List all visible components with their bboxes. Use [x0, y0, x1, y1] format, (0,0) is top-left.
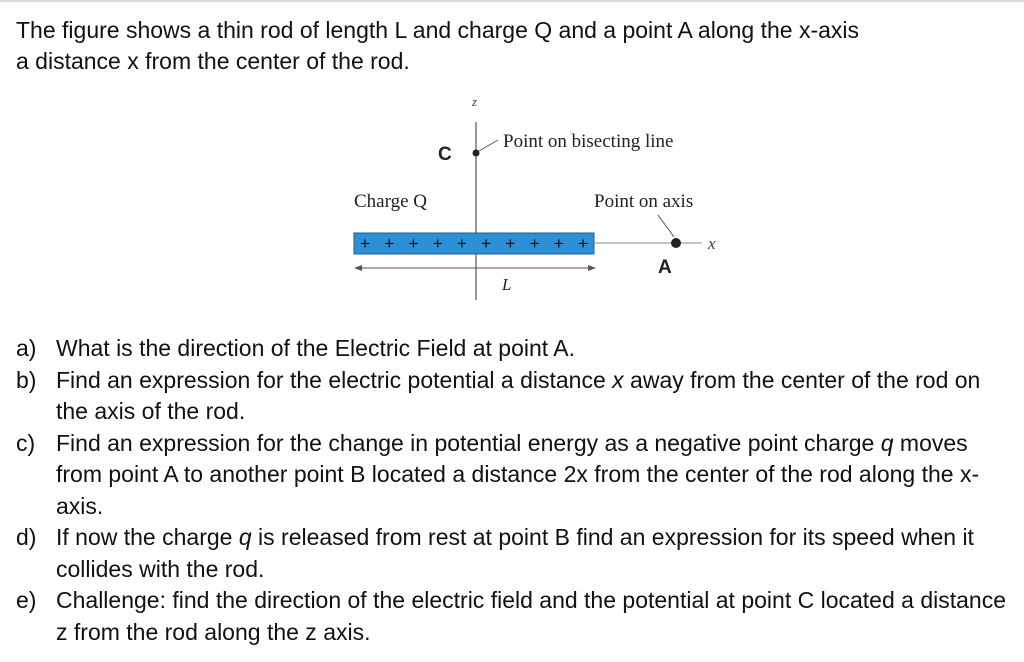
question-text-cont: moves from point A to another point B lo… [56, 429, 980, 519]
question-text-cont: away from the center of the rod on the a… [56, 366, 981, 425]
question-text: Find an expression for the change in pot… [56, 429, 881, 456]
z-axis-label: z [471, 94, 477, 109]
intro-paragraph: The figure shows a thin rod of length L … [16, 15, 1006, 77]
length-arrowhead-left [354, 265, 362, 271]
axis-leader-line [657, 214, 675, 238]
bisect-label: Point on bisecting line [503, 131, 673, 152]
x-axis-label: x [707, 234, 716, 253]
question-text: Find an expression for the electric pote… [56, 366, 613, 393]
axis-point-label: Point on axis [594, 191, 693, 212]
bisect-leader-line [478, 139, 499, 152]
question-variable: q [238, 524, 252, 550]
intro-line-2: a distance x from the center of the rod. [16, 48, 410, 74]
question-variable: q [880, 429, 894, 456]
question-c: c) Find an expression for the change in … [16, 428, 1006, 523]
question-label: a) [16, 335, 37, 361]
question-a: a) What is the direction of the Electric… [16, 333, 1006, 365]
question-text: What is the direction of the Electric Fi… [56, 335, 576, 361]
rod-figure: z C Point on bisecting line Charge Q Poi… [340, 82, 740, 312]
charge-label: Charge Q [354, 191, 427, 212]
question-text-cont: is released from rest at point B find an… [56, 524, 974, 582]
question-label: e) [16, 587, 37, 613]
point-c-label: C [438, 144, 452, 165]
length-label: L [501, 275, 511, 294]
point-a-dot [671, 238, 681, 248]
question-text: If now the charge [56, 524, 239, 550]
intro-line-1: The figure shows a thin rod of length L … [16, 17, 860, 43]
top-divider [0, 0, 1024, 2]
length-arrowhead-right [588, 265, 596, 271]
question-label: b) [16, 366, 37, 393]
question-e: e) Challenge: find the direction of the … [16, 585, 1006, 648]
question-label: c) [16, 429, 36, 456]
point-c-dot [472, 149, 480, 157]
question-d: d) If now the charge q is released from … [16, 522, 1006, 585]
question-variable: x [612, 366, 624, 393]
rod-diagram: z C Point on bisecting line Charge Q Poi… [353, 94, 716, 300]
question-list: a) What is the direction of the Electric… [16, 333, 1006, 648]
question-label: d) [16, 524, 37, 550]
point-a-label: A [658, 257, 672, 278]
question-b: b) Find an expression for the electric p… [16, 365, 1006, 428]
question-text: Challenge: find the direction of the ele… [56, 587, 1006, 645]
rod-charges: + + + + + + + + + + [360, 234, 588, 253]
